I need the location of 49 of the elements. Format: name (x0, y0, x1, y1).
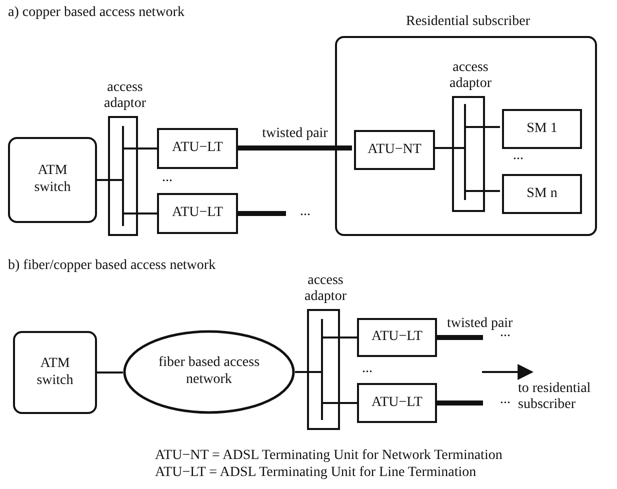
process-box (157, 128, 238, 169)
twisted-pair-line (437, 400, 483, 406)
note-text: to residential subscriber (518, 381, 592, 414)
twisted-pair-line (238, 146, 352, 150)
annotation-text: ... (513, 148, 524, 164)
connector-line (138, 212, 157, 214)
edge-label: twisted pair (260, 126, 330, 142)
annotation-text: a) copper based access network (8, 5, 184, 22)
edge-label: twisted pair (445, 316, 515, 331)
connector-line (138, 148, 157, 150)
twisted-pair-line (437, 335, 483, 340)
heading-text: access adaptor (103, 80, 147, 112)
connector-line (97, 372, 123, 374)
rounded-box (8, 137, 97, 223)
process-box (354, 130, 435, 170)
node-label: SM 1 (526, 120, 558, 138)
heading-text: Residential subscriber (404, 14, 532, 30)
annotation-text: b) fiber/copper based access network (8, 258, 216, 274)
node-label: ATM switch (36, 356, 74, 390)
heading-text: access adaptor (448, 60, 492, 92)
node-label: ATU−LT (372, 394, 422, 412)
node-label: fiber based access network (157, 355, 261, 389)
node-label: ATU−NT (368, 142, 422, 158)
process-box (502, 109, 582, 149)
node-label: ATM switch (33, 163, 72, 197)
connector-line (433, 147, 450, 149)
annotation-text: ATU−NT = ADSL Terminating Unit for Network Termination (155, 448, 502, 464)
connector-line (295, 371, 307, 373)
process-box (357, 318, 437, 357)
node-label: SM n (526, 186, 558, 202)
node-label: ATU−LT (372, 329, 422, 346)
connector-line (340, 402, 357, 404)
process-box (502, 174, 582, 214)
rounded-box (13, 331, 97, 414)
annotation-text: ATU−LT = ADSL Terminating Unit for Line Termination (155, 465, 476, 482)
node-label: ATU−LT (172, 205, 223, 222)
connector-line (483, 190, 500, 192)
twisted-pair-line (238, 211, 286, 216)
heading-text: access adaptor (304, 273, 348, 306)
node-label: ATU−LT (172, 140, 223, 157)
annotation-text: ... (362, 361, 372, 378)
connector-line (340, 336, 357, 338)
connector-line (483, 126, 500, 128)
annotation-text: ... (300, 204, 310, 220)
connector-line (97, 179, 108, 181)
annotation-text: ... (500, 392, 510, 408)
process-box (357, 383, 437, 423)
process-box (157, 193, 238, 234)
annotation-text: ... (162, 170, 172, 186)
